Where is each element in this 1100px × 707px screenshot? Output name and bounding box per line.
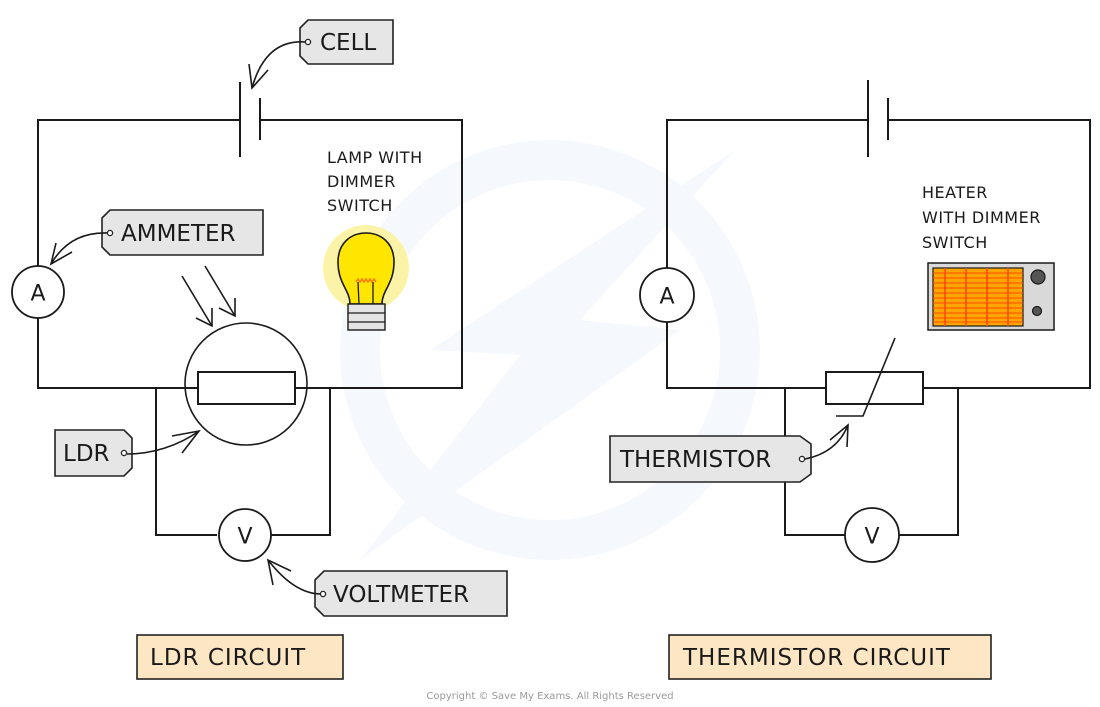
ldr-circuit-caption: LDR CIRCUIT <box>136 634 344 680</box>
ammeter-label: AMMETER <box>121 221 236 247</box>
voltmeter-letter: V <box>237 525 252 550</box>
thermistor-circuit: A V <box>609 80 1091 680</box>
copyright-notice: Copyright © Save My Exams. All Rights Re… <box>426 691 673 702</box>
ammeter-letter: A <box>30 282 45 307</box>
ammeter-label-tag: AMMETER <box>49 209 264 266</box>
thermistor-symbol <box>825 337 924 417</box>
lamp-note-line-1: LAMP WITH <box>327 148 423 167</box>
lamp-note-line-2: DIMMER <box>327 172 396 191</box>
voltmeter-letter-2: V <box>864 525 879 550</box>
cell-symbol <box>239 82 261 157</box>
ammeter-letter-2: A <box>659 285 674 310</box>
cell-label: CELL <box>320 30 376 56</box>
lamp-note: LAMP WITH DIMMER SWITCH <box>327 148 428 215</box>
ldr-symbol <box>184 322 308 446</box>
ldr-circuit-wire-left-bottom <box>37 314 198 389</box>
heater-note-line-3: SWITCH <box>922 233 988 252</box>
light-rays-icon <box>181 265 236 328</box>
ldr-circuit-caption-text: LDR CIRCUIT <box>150 645 306 671</box>
heater-note: HEATER WITH DIMMER SWITCH <box>922 183 1046 252</box>
ldr-circuit-wire-top-right <box>260 119 463 389</box>
ldr-label-tag: LDR <box>54 429 201 477</box>
lamp-note-line-3: SWITCH <box>327 196 393 215</box>
heater-icon <box>927 262 1055 331</box>
voltmeter-label: VOLTMETER <box>333 582 469 608</box>
thermistor-circuit-wire-top-right <box>888 119 1091 389</box>
ldr-circuit: A V LAMP WITH <box>11 19 508 680</box>
voltmeter-symbol-2: V <box>844 507 900 563</box>
thermistor-circuit-wire-top-left <box>666 119 868 268</box>
voltmeter-symbol: V <box>218 508 272 562</box>
ammeter-symbol-2: A <box>639 267 695 323</box>
watermark-logo <box>340 140 760 560</box>
thermistor-circuit-wire-left-bottom <box>666 322 826 389</box>
cell-label-tag: CELL <box>248 19 394 90</box>
light-bulb-icon <box>323 225 409 331</box>
heater-note-line-2: WITH DIMMER <box>922 208 1041 227</box>
voltmeter-label-tag: VOLTMETER <box>266 558 508 617</box>
thermistor-circuit-caption-text: THERMISTOR CIRCUIT <box>682 645 951 671</box>
ldr-circuit-wire-top-left <box>37 119 240 270</box>
heater-note-line-1: HEATER <box>922 183 988 202</box>
ammeter-symbol: A <box>11 265 65 319</box>
thermistor-label-tag: THERMISTOR <box>609 423 849 483</box>
ldr-voltmeter-branch <box>155 388 331 536</box>
ldr-label: LDR <box>63 441 110 467</box>
thermistor-circuit-caption: THERMISTOR CIRCUIT <box>668 634 992 680</box>
cell-symbol-2 <box>867 80 889 157</box>
thermistor-label: THERMISTOR <box>619 447 771 473</box>
